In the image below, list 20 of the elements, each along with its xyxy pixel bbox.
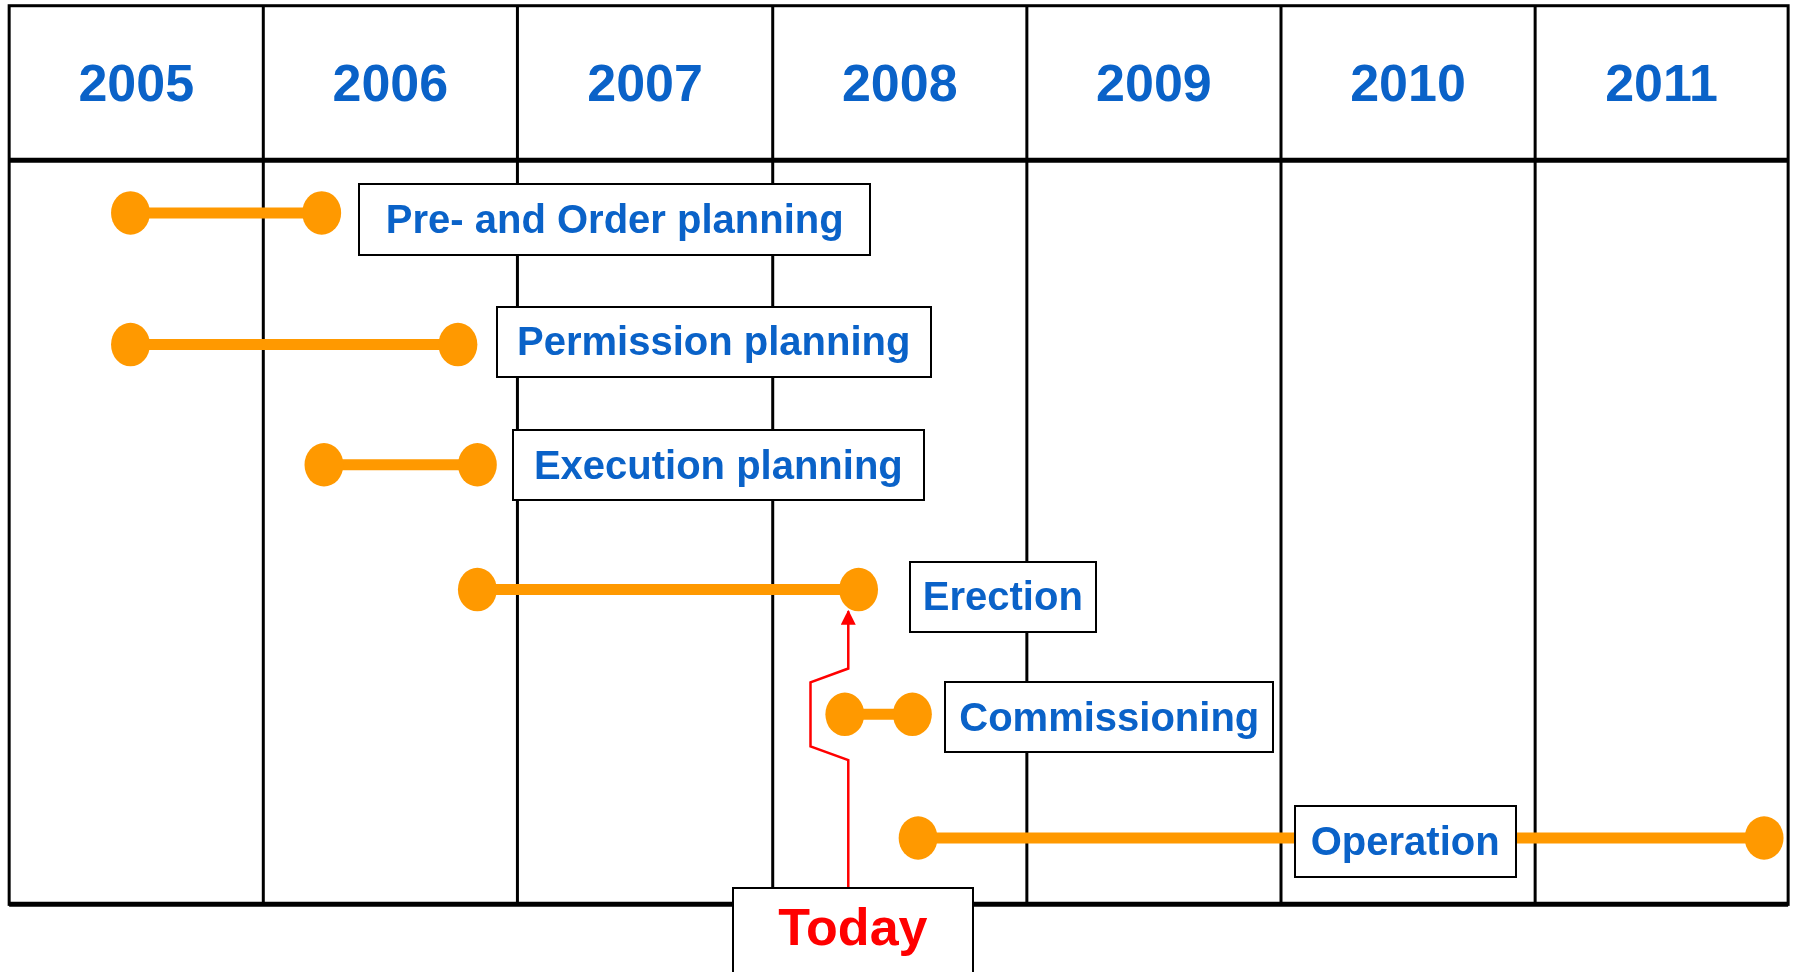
arrow — [809, 609, 856, 888]
year-heading: 2008 — [840, 53, 959, 114]
today-marker-box: Today — [731, 887, 975, 972]
year-heading: 2009 — [1095, 53, 1213, 114]
task-label-box: Pre- and Order planning — [358, 183, 872, 257]
year-heading: 2005 — [77, 53, 196, 114]
year-heading: 2010 — [1349, 53, 1467, 114]
timeline-bar — [457, 567, 879, 612]
task-label-box: Operation — [1293, 804, 1517, 878]
timeline-bar — [111, 322, 478, 367]
year-heading: 2007 — [586, 53, 704, 114]
task-label-box: Commissioning — [944, 681, 1275, 754]
timeline-bar — [825, 692, 932, 737]
year-heading: 2006 — [331, 53, 450, 114]
task-label-box: Erection — [908, 560, 1097, 634]
task-label-box: Permission planning — [495, 305, 932, 378]
task-label-box: Execution planning — [511, 429, 925, 502]
year-heading: 2011 — [1604, 53, 1719, 114]
timeline-bar — [304, 443, 497, 487]
timeline-bar — [111, 191, 342, 235]
